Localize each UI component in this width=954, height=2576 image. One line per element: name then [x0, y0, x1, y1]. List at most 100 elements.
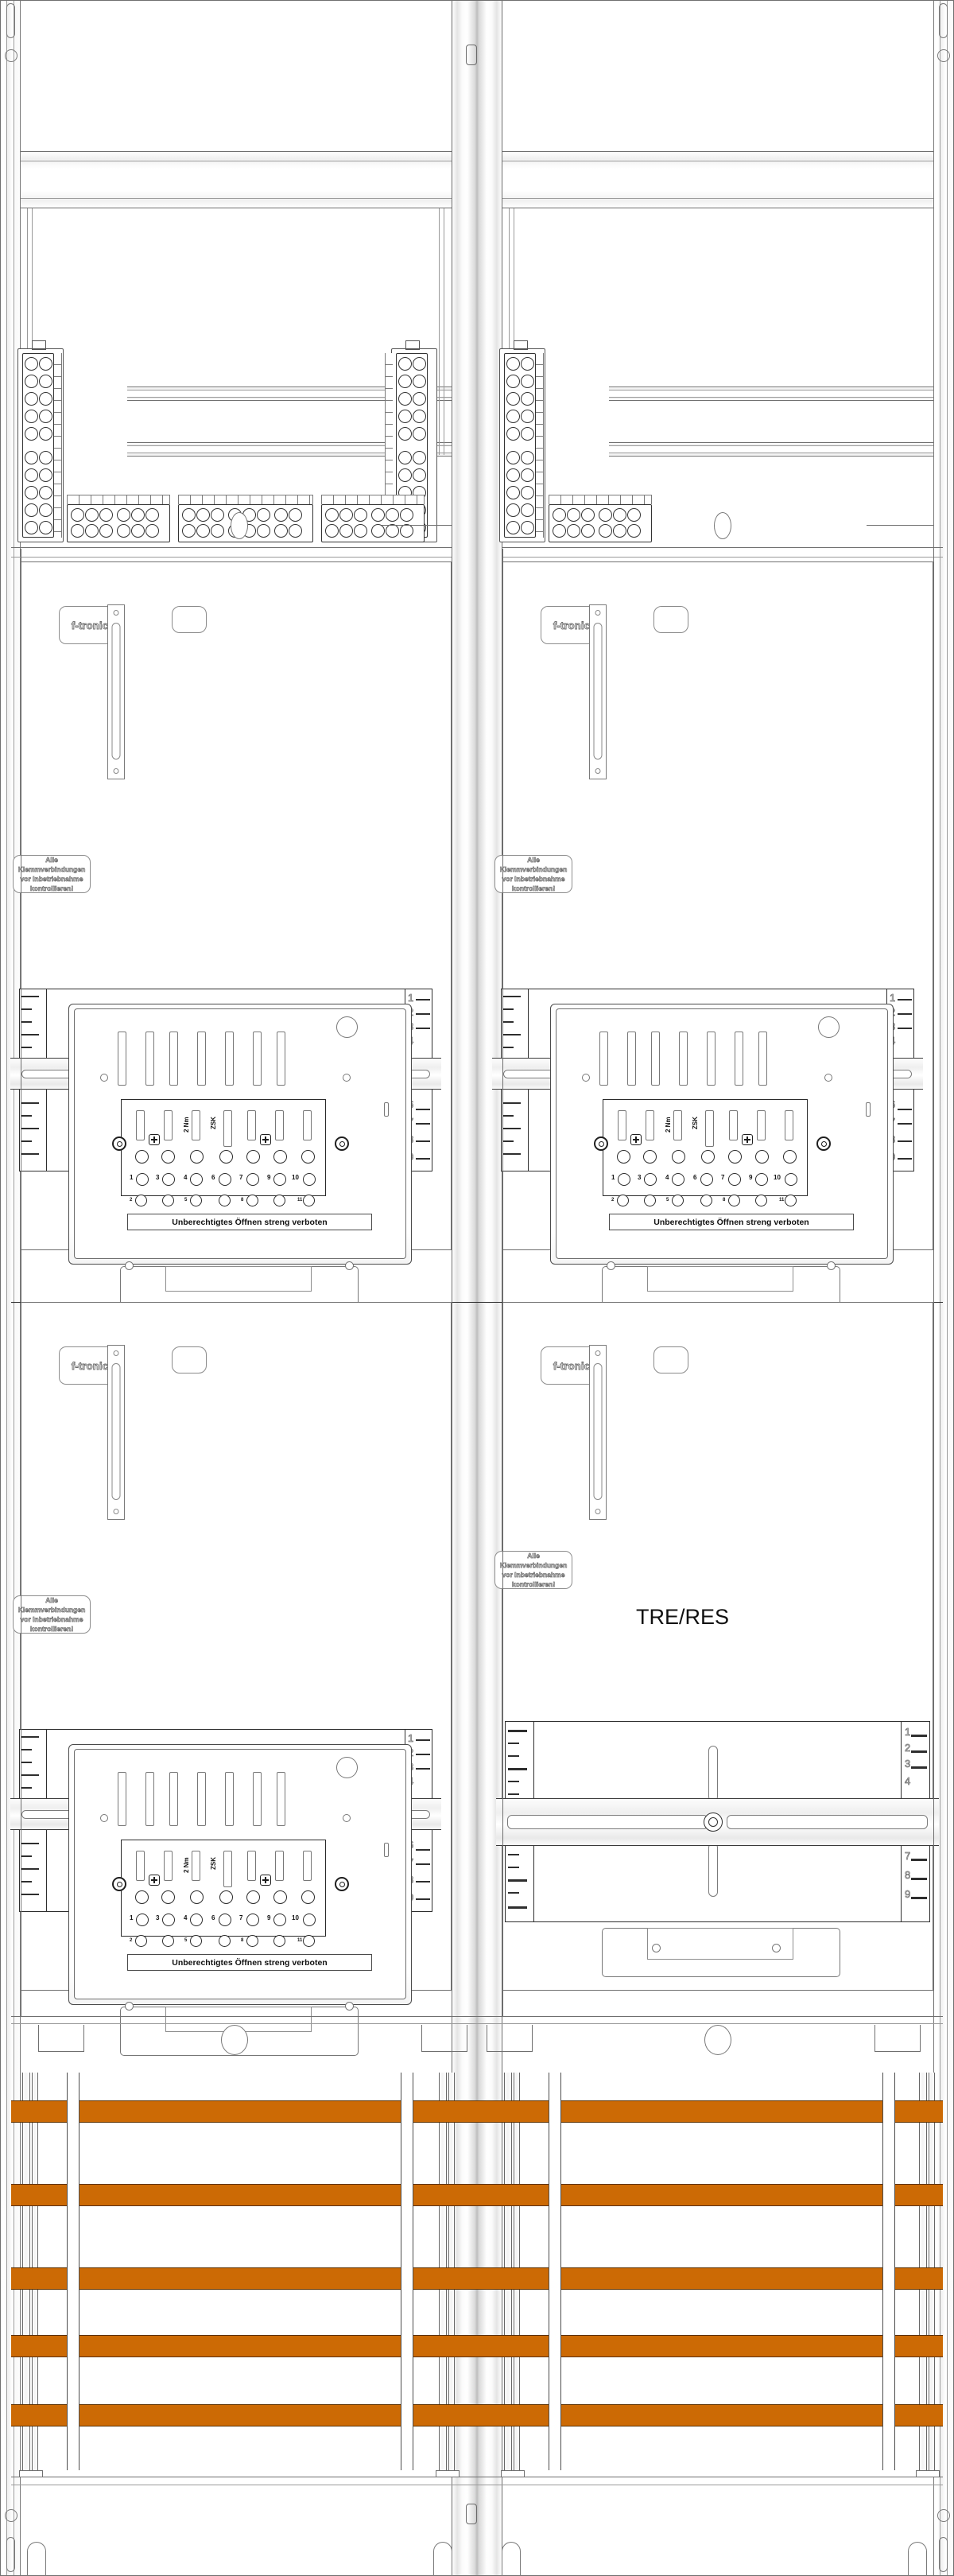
mounting-slot-strip-upper-left	[107, 604, 125, 779]
meter-terminal-number-3: 3	[156, 1174, 160, 1181]
busbar-bracket-center-right	[487, 2025, 533, 2052]
tre-res-base-plate-inner	[647, 1928, 793, 1960]
connection-zone-bottom-left	[11, 547, 452, 548]
brand-label-lower-right: f-tronic	[541, 1346, 603, 1385]
meter-terminal-number-8: 8	[241, 1198, 244, 1203]
meter-fin-6	[253, 1032, 262, 1086]
busbar-zone-top-edge2	[11, 2023, 943, 2024]
meter-fin-l6	[253, 1772, 262, 1826]
connection-zone-step-left	[382, 525, 452, 526]
mounting-slot-strip-lower-left	[107, 1345, 125, 1520]
vertical-terminal-fins-left-1	[54, 353, 62, 538]
meter-terminal-circle-lc7	[303, 1935, 315, 1947]
meter-terminal-circle-rc4	[700, 1195, 712, 1206]
brand-label-text-2: f-tronic	[553, 619, 591, 631]
busbar-bracket-right	[874, 2025, 921, 2052]
meter-fin-l7	[277, 1772, 285, 1826]
mounting-slot-strip-upper-right	[589, 604, 607, 779]
clamp-warning-line2: vor Inbetriebnahme	[20, 875, 83, 884]
tre-res-center-hub	[704, 1813, 723, 1832]
mounting-slot-strip-lower-right	[589, 1345, 607, 1520]
horizontal-terminal-fins-left-a	[67, 495, 170, 504]
brand-label-text-3: f-tronic	[71, 1359, 109, 1372]
meter-terminal-circle-lb7	[303, 1914, 316, 1926]
meter-terminal-number-r11: 11	[779, 1198, 785, 1203]
meter-terminal-circle-rc3	[672, 1195, 684, 1206]
seal-warning-lower-left: Unberechtigtes Öffnen streng verboten	[127, 1954, 372, 1971]
meter-terminal-circle-a4	[219, 1150, 233, 1164]
meter-base-plate-inner-upper-right	[647, 1266, 793, 1292]
meter-terminal-number-2: 2	[130, 1198, 133, 1203]
crossrail-upper-right	[502, 151, 933, 208]
meter-terminal-slot-l6	[275, 1851, 284, 1881]
zsk-label-upper-right: ZSK	[692, 1117, 699, 1129]
busbar-4	[11, 2335, 943, 2357]
meter-terminal-slot-l4	[223, 1851, 232, 1887]
meter-terminal-circle-ra4	[701, 1150, 715, 1164]
zsk-label-lower-left: ZSK	[210, 1857, 217, 1870]
field-edge-center-right	[502, 549, 503, 2016]
meter-terminal-circle-c2	[162, 1195, 174, 1206]
meter-terminal-slot-l1	[136, 1851, 145, 1881]
meter-terminal-number-r7: 7	[721, 1174, 725, 1181]
meter-pin-left-2	[582, 1074, 590, 1082]
left-outer-post	[0, 0, 21, 2576]
meter-terminal-circle-b7	[303, 1173, 316, 1186]
meter-terminal-circle-b1	[136, 1173, 149, 1186]
vertical-terminal-cap-right-1	[514, 340, 528, 350]
meter-terminal-circle-lb1	[136, 1914, 149, 1926]
brand-label-text-4: f-tronic	[553, 1359, 591, 1372]
cable-clamp-roller-right	[714, 512, 731, 539]
clamp-warning-lower-left: Alle Klemmverbindungen vor Inbetriebnahm…	[13, 1595, 91, 1634]
meter-terminal-number-6: 6	[211, 1174, 215, 1181]
meter-terminal-circle-rc2	[644, 1195, 656, 1206]
meter-terminal-slot-r7	[785, 1110, 793, 1140]
connection-zone-step-right	[867, 525, 933, 526]
post-hole-top-right	[937, 49, 950, 62]
meter-terminal-number-l3: 3	[156, 1914, 160, 1921]
meter-terminal-circle-ra2	[643, 1150, 657, 1164]
meter-fin-2	[145, 1032, 154, 1086]
meter-base-hole-right-3	[345, 2002, 354, 2011]
meter-terminal-slot-5	[247, 1110, 256, 1140]
meter-terminal-circle-c7	[303, 1195, 315, 1206]
meter-terminal-number-r2: 2	[611, 1198, 615, 1203]
meter-terminal-circle-rb3	[672, 1173, 684, 1186]
clamp-warning-line1-2: Alle Klemmverbindungen	[499, 856, 568, 874]
meter-terminal-slot-6	[275, 1110, 284, 1140]
crossrail-mid-left	[127, 387, 452, 401]
meter-terminal-number-l1: 1	[130, 1914, 134, 1921]
connection-zone-bottom-right	[502, 547, 943, 548]
meter-terminal-number-l11: 11	[297, 1938, 303, 1943]
busbar-insulator-strip-1	[67, 2073, 80, 2470]
busbar-2	[11, 2184, 943, 2206]
meter-terminal-circle-c5	[246, 1195, 258, 1206]
meter-terminal-number-r8: 8	[723, 1198, 726, 1203]
busbar-bracket-left	[38, 2025, 84, 2052]
vertical-terminal-block-right-1	[504, 353, 536, 538]
seal-screw-right	[260, 1134, 271, 1145]
post-slot-top-right	[939, 3, 948, 38]
meter-pivot-right-3	[335, 1877, 349, 1891]
meter-terminal-slot-l2	[164, 1851, 173, 1881]
meter-vent-slot-3	[384, 1843, 389, 1857]
meter-terminal-circle-lc2	[162, 1935, 174, 1947]
meter-vent-slot	[384, 1102, 389, 1117]
meter-terminal-circle-a1	[135, 1150, 149, 1164]
strut-left-b	[32, 208, 33, 455]
center-divider-post	[452, 0, 502, 2576]
bottom-arch-left	[27, 2542, 46, 2576]
row-divider-line	[11, 1302, 943, 1303]
meter-fin-r4	[679, 1032, 688, 1086]
meter-terminal-circle-lc3	[190, 1935, 202, 1947]
meter-base-hole-left-3	[125, 2002, 134, 2011]
meter-fin-1	[118, 1032, 126, 1086]
frame-top-edge	[0, 0, 954, 1]
clamp-warning-line1-4: Alle Klemmverbindungen	[499, 1552, 568, 1570]
tre-res-heading: TRE/RES	[636, 1605, 730, 1629]
right-outer-post	[933, 0, 954, 2576]
meter-fin-l2	[145, 1772, 154, 1826]
clamp-warning-line3-4: kontrollieren!	[511, 1580, 556, 1589]
meter-fin-r1	[599, 1032, 608, 1086]
meter-base-hole-left	[125, 1261, 134, 1270]
